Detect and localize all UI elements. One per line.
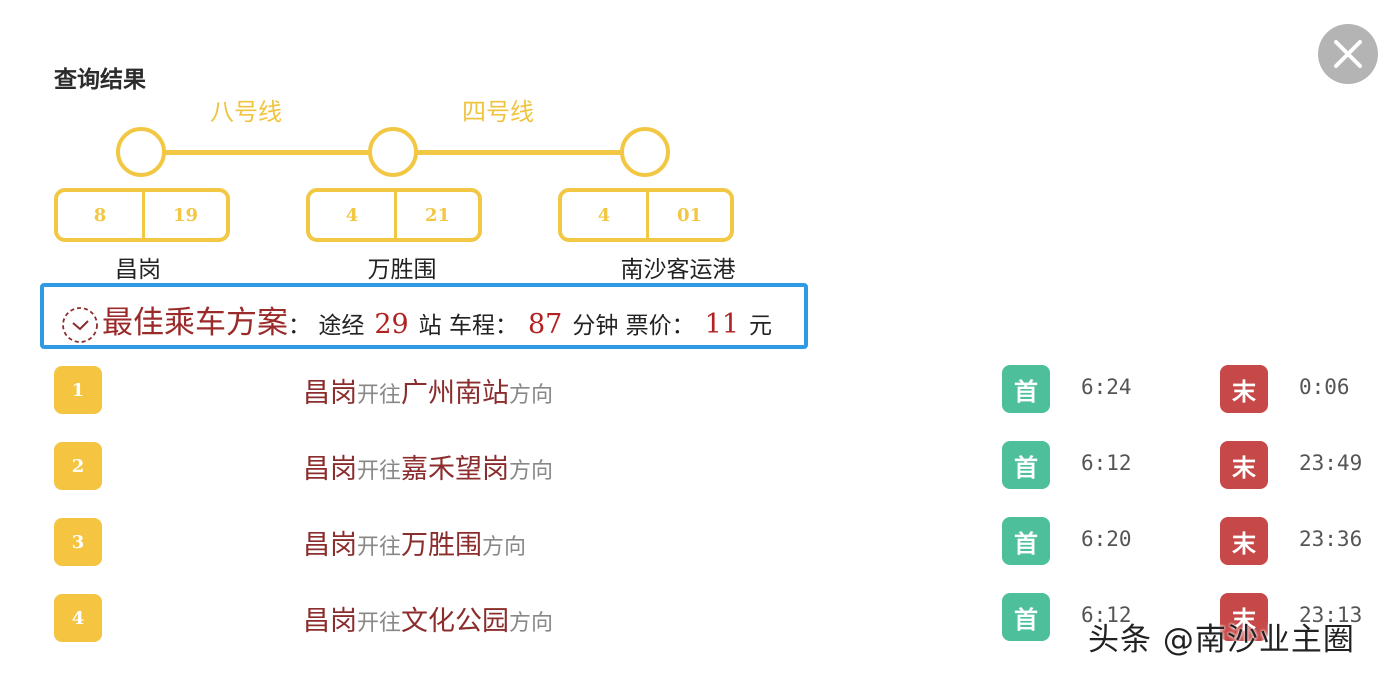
row-index-badge: 4 xyxy=(54,594,102,642)
duration-label: 车程： xyxy=(448,313,518,339)
direction-text: 昌岗开往文化公园方向 xyxy=(303,599,553,638)
direction-verb: 开往 xyxy=(357,459,402,484)
station-marker-2 xyxy=(368,127,418,177)
stations-count: 29 xyxy=(374,309,409,340)
page-title: 查询结果 xyxy=(54,67,146,93)
direction-row[interactable]: 3 昌岗开往万胜围方向 首 6:20 末 23:36 xyxy=(0,517,1398,567)
last-train-tag: 末 xyxy=(1220,365,1268,413)
line-label-2: 四号线 xyxy=(462,98,534,126)
first-train-time: 6:24 xyxy=(1081,375,1132,399)
station-name-1: 昌岗 xyxy=(115,257,161,283)
price-unit: 元 xyxy=(749,313,773,339)
first-train-time: 6:20 xyxy=(1081,527,1132,551)
direction-text: 昌岗开往嘉禾望岗方向 xyxy=(303,447,553,486)
direction-verb: 开往 xyxy=(357,611,402,636)
direction-suffix: 方向 xyxy=(509,459,554,484)
duration-value: 87 xyxy=(527,309,563,340)
station-code-box-3: 4 01 xyxy=(558,188,734,242)
stations-unit: 站 xyxy=(418,313,442,339)
close-button[interactable] xyxy=(1318,24,1378,84)
duration-unit: 分钟 xyxy=(572,313,619,339)
first-train-tag: 首 xyxy=(1002,441,1050,489)
to-station: 广州南站 xyxy=(401,378,510,409)
station-name-3: 南沙客运港 xyxy=(620,257,736,283)
price-label: 票价： xyxy=(625,313,695,339)
last-train-tag: 末 xyxy=(1220,517,1268,565)
row-index-badge: 1 xyxy=(54,366,102,414)
first-train-tag: 首 xyxy=(1002,593,1050,641)
station-name-2: 万胜围 xyxy=(367,257,437,283)
last-train-tag: 末 xyxy=(1220,593,1268,641)
direction-text: 昌岗开往万胜围方向 xyxy=(303,523,526,562)
to-station: 嘉禾望岗 xyxy=(401,454,510,485)
direction-suffix: 方向 xyxy=(482,535,527,560)
route-segment-1 xyxy=(160,150,374,155)
watermark: 头条 @南沙业主圈 xyxy=(1088,622,1355,658)
direction-row[interactable]: 2 昌岗开往嘉禾望岗方向 首 6:12 末 23:49 xyxy=(0,441,1398,491)
from-station: 昌岗 xyxy=(303,378,357,409)
to-station: 文化公园 xyxy=(401,606,510,637)
row-index-badge: 3 xyxy=(54,518,102,566)
best-plan-banner: 最佳乘车方案： 途经 29 站 车程： 87 分钟 票价： 11 元 xyxy=(40,283,808,349)
last-train-tag: 末 xyxy=(1220,441,1268,489)
direction-row[interactable]: 1 昌岗开往广州南站方向 首 6:24 末 0:06 xyxy=(0,365,1398,415)
close-icon xyxy=(1334,40,1362,68)
last-train-time: 0:06 xyxy=(1299,375,1350,399)
first-train-time: 6:12 xyxy=(1081,451,1132,475)
direction-row[interactable]: 4 昌岗开往文化公园方向 首 6:12 末 23:13 xyxy=(0,593,1398,643)
line-number: 8 xyxy=(58,192,145,238)
station-code-box-2: 4 21 xyxy=(306,188,482,242)
plan-colon: ： xyxy=(288,313,311,339)
direction-suffix: 方向 xyxy=(509,611,554,636)
first-train-tag: 首 xyxy=(1002,365,1050,413)
first-train-tag: 首 xyxy=(1002,517,1050,565)
clock-icon xyxy=(62,307,98,343)
line-number: 4 xyxy=(562,192,649,238)
direction-suffix: 方向 xyxy=(509,383,554,408)
last-train-time: 23:36 xyxy=(1299,527,1363,551)
plan-title: 最佳乘车方案 xyxy=(102,305,288,341)
last-train-time: 23:13 xyxy=(1299,603,1363,627)
direction-text: 昌岗开往广州南站方向 xyxy=(303,371,553,410)
station-number: 01 xyxy=(676,204,703,226)
row-index-badge: 2 xyxy=(54,442,102,490)
direction-verb: 开往 xyxy=(357,535,402,560)
station-number: 19 xyxy=(172,204,199,226)
direction-verb: 开往 xyxy=(357,383,402,408)
from-station: 昌岗 xyxy=(303,530,357,561)
route-segment-2 xyxy=(412,150,626,155)
first-train-time: 6:12 xyxy=(1081,603,1132,627)
station-marker-3 xyxy=(620,127,670,177)
station-number: 21 xyxy=(424,204,451,226)
station-marker-1 xyxy=(116,127,166,177)
from-station: 昌岗 xyxy=(303,606,357,637)
from-station: 昌岗 xyxy=(303,454,357,485)
line-number: 4 xyxy=(310,192,397,238)
price-value: 11 xyxy=(704,309,740,340)
station-code-box-1: 8 19 xyxy=(54,188,230,242)
pass-label: 途经 xyxy=(318,313,365,339)
last-train-time: 23:49 xyxy=(1299,451,1363,475)
line-label-1: 八号线 xyxy=(210,98,282,126)
to-station: 万胜围 xyxy=(401,530,483,561)
